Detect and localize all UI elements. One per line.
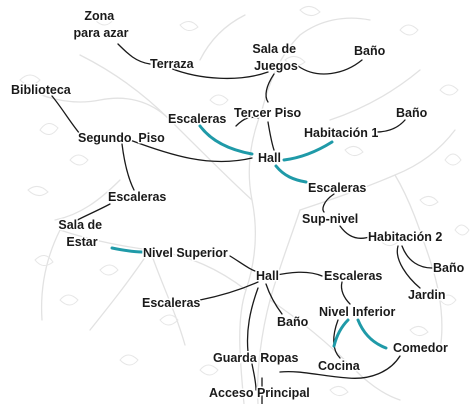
node-nivel-inferior: Nivel Inferior bbox=[319, 305, 396, 319]
edge-hall-guarda bbox=[246, 287, 259, 353]
edge-escaleras-tercer bbox=[235, 116, 259, 127]
edge-zona-terraza bbox=[117, 43, 151, 65]
edge-juegos-tercer bbox=[265, 73, 275, 103]
connector-lines bbox=[51, 43, 433, 404]
node-escaleras-low-left: Escaleras bbox=[142, 296, 200, 310]
node-segundo-piso: Segundo Piso bbox=[78, 131, 165, 145]
accent-escaleras-hall bbox=[198, 124, 254, 156]
accent-hall-escaleras bbox=[274, 164, 308, 184]
node-comedor: Comedor bbox=[393, 341, 448, 355]
edge-hall-escaleras bbox=[271, 271, 323, 277]
node-escaleras-top: Escaleras bbox=[168, 112, 226, 126]
node-bano-right-low: Baño bbox=[433, 261, 465, 275]
node-terraza: Terraza bbox=[150, 57, 195, 71]
edge-terraza-juegos bbox=[169, 67, 269, 80]
node-cocina: Cocina bbox=[318, 359, 361, 373]
node-bano-low: Baño bbox=[277, 315, 309, 329]
edge-hab2-jardin bbox=[396, 245, 421, 289]
accent-salaestar-nivelsup bbox=[110, 246, 144, 254]
accent-nivelinf-comedor bbox=[356, 318, 388, 350]
edge-guarda-acceso bbox=[251, 363, 257, 391]
node-acceso-principal: Acceso Principal bbox=[209, 386, 310, 400]
edge-hall-escaleraslow bbox=[199, 281, 259, 301]
accent-nivelinf-cocina bbox=[332, 318, 350, 348]
node-escaleras-left: Escaleras bbox=[108, 190, 166, 204]
node-labels: Zona para azar Terraza Sala de Juegos Ba… bbox=[10, 8, 467, 402]
edge-comedor-acceso bbox=[279, 355, 401, 379]
edge-hall-bano bbox=[265, 283, 283, 315]
edge-biblioteca-segundo bbox=[51, 95, 81, 135]
edge-escaleras-salaestar bbox=[73, 203, 111, 223]
node-sala-de-juegos: Sala de Juegos bbox=[252, 42, 299, 73]
edge-segundo-hall bbox=[129, 139, 253, 163]
node-bano-right: Baño bbox=[396, 106, 428, 120]
node-guarda-ropas: Guarda Ropas bbox=[213, 351, 298, 365]
node-sup-nivel: Sup-nivel bbox=[302, 212, 358, 226]
node-hall-top: Hall bbox=[258, 151, 281, 165]
node-bano-top: Baño bbox=[354, 44, 386, 58]
node-biblioteca: Biblioteca bbox=[11, 83, 72, 97]
edge-bano-hab1 bbox=[375, 119, 406, 133]
node-habitacion-1: Habitación 1 bbox=[304, 126, 378, 140]
background-tree-illustration bbox=[19, 6, 470, 404]
node-escaleras-mid-right: Escaleras bbox=[308, 181, 366, 195]
node-hall-low: Hall bbox=[256, 269, 279, 283]
node-tercer-piso: Tercer Piso bbox=[234, 106, 302, 120]
node-nivel-superior: Nivel Superior bbox=[143, 246, 228, 260]
edge-hab2-bano bbox=[401, 245, 433, 269]
node-habitacion-2: Habitación 2 bbox=[368, 230, 442, 244]
edge-tercer-hall bbox=[267, 121, 275, 151]
accent-hall-hab1 bbox=[282, 140, 334, 162]
node-sala-de-estar: Sala de Estar bbox=[58, 218, 105, 249]
edge-juegos-bano bbox=[297, 59, 363, 75]
node-escaleras-low-right: Escaleras bbox=[324, 269, 382, 283]
node-jardin: Jardin bbox=[408, 288, 446, 302]
edge-escaleras-supnivel bbox=[322, 193, 335, 213]
edge-escaleras-nivelinf bbox=[340, 281, 351, 305]
highlighted-connectors bbox=[110, 124, 388, 350]
node-zona-para-azar: Zona para azar bbox=[74, 9, 129, 40]
edge-segundo-escaleras bbox=[121, 143, 135, 191]
edge-nivelsup-hall bbox=[229, 255, 259, 273]
edge-supnivel-hab2 bbox=[339, 225, 373, 239]
